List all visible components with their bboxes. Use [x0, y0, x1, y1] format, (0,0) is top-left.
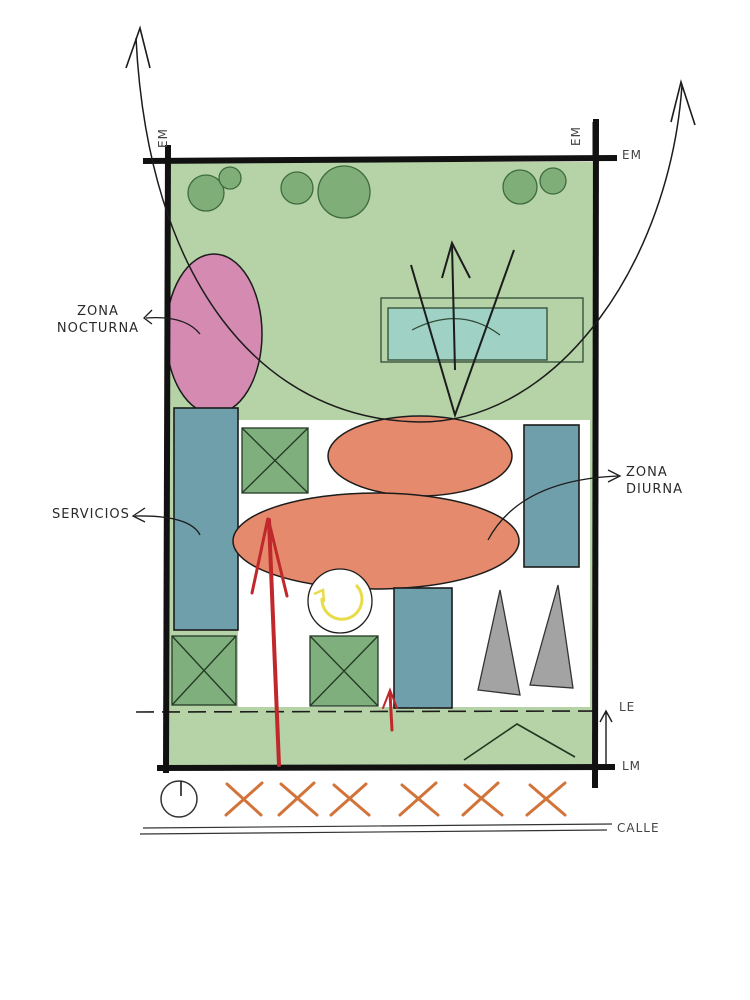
center-blue-block — [393, 587, 453, 709]
em-top-left-label: EM — [155, 128, 172, 148]
arc-arrow-left-icon — [125, 25, 151, 69]
zona-diurna-zone — [232, 415, 520, 590]
label-leaders — [131, 309, 622, 541]
em-right-text: EM — [622, 148, 642, 162]
servicios-zone — [173, 407, 239, 631]
tree-icon — [539, 167, 567, 195]
lm-label: LM — [622, 758, 641, 775]
servicios-label: SERVICIOS — [52, 506, 130, 523]
compass-icon — [160, 780, 198, 818]
tree-icon — [218, 166, 242, 190]
zona-nocturna-label: ZONA NOCTURNA — [56, 303, 140, 337]
zona-diurna-label: ZONA DIURNA — [626, 464, 696, 498]
green-x-boxes — [171, 427, 379, 707]
lm-text: LM — [622, 759, 642, 773]
tree-icon — [317, 165, 371, 219]
le-lm-arrow-icon — [599, 709, 613, 765]
sun-path-icon — [307, 568, 373, 634]
servicios-text: SERVICIOS — [52, 507, 130, 522]
plot-border — [142, 118, 618, 789]
trees-group — [187, 165, 567, 219]
em-top-left-text: EM — [156, 128, 170, 148]
calle-text: CALLE — [617, 821, 660, 835]
tree-icon — [187, 174, 225, 212]
em-top-right-text: EM — [569, 126, 583, 146]
tree-icon — [280, 171, 314, 205]
em-top-right-label: EM — [568, 126, 585, 146]
zona-nocturna-line1: ZONA — [77, 304, 119, 319]
le-label: LE — [619, 699, 635, 716]
chevron-mark — [463, 723, 576, 761]
access-arrows — [250, 517, 398, 767]
street-edge-line — [142, 823, 613, 829]
sun-arc — [135, 37, 683, 423]
calle-label: CALLE — [617, 820, 660, 837]
street-trees — [224, 781, 567, 817]
street-zone — [139, 780, 613, 835]
arc-arrow-right-icon — [670, 79, 696, 126]
tree-icon — [502, 169, 538, 205]
zona-nocturna-line2: NOCTURNA — [56, 321, 140, 336]
zona-diurna-line2: DIURNA — [626, 482, 684, 497]
le-setback-line — [135, 710, 605, 713]
gray-cones — [477, 584, 574, 696]
zona-diurna-line1: ZONA — [626, 465, 668, 480]
pool — [380, 297, 584, 363]
view-cone — [410, 240, 515, 419]
zona-nocturna-zone — [165, 253, 263, 415]
em-right-label: EM — [622, 147, 642, 164]
le-text: LE — [619, 700, 636, 714]
street-edge-line — [139, 829, 608, 835]
